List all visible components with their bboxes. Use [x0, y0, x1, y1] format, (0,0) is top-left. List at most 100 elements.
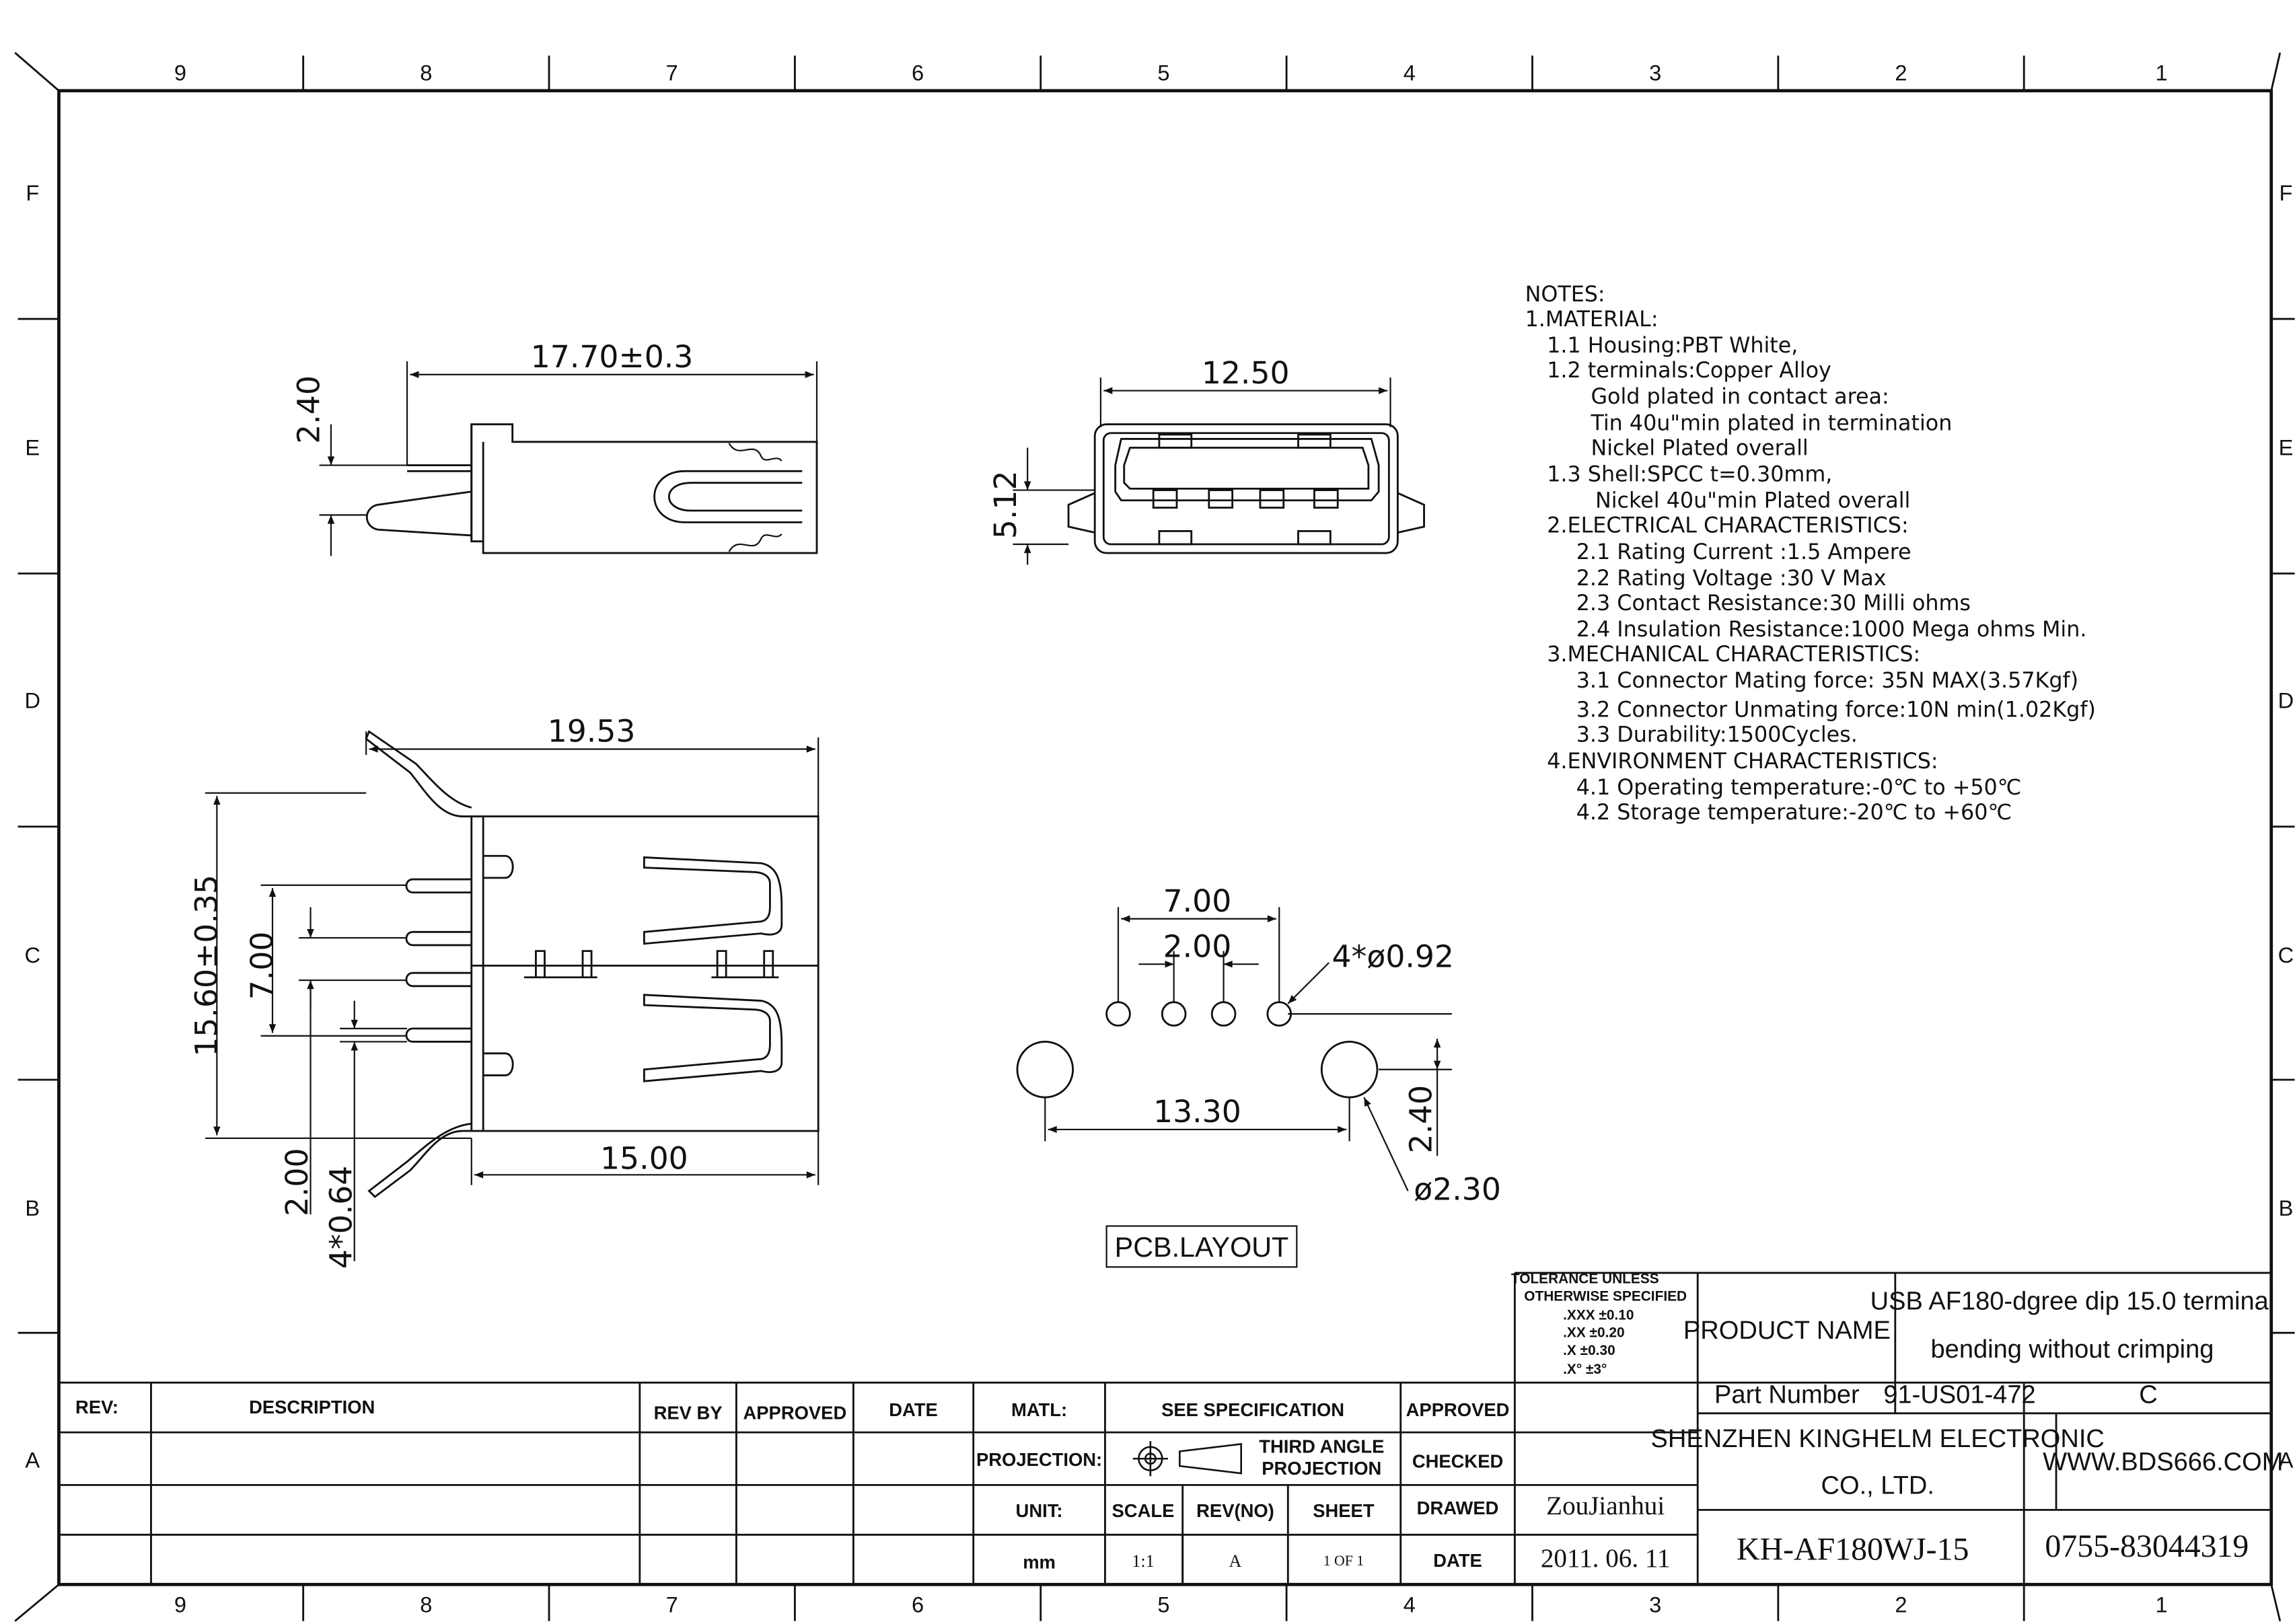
column-label-bottom: 4: [1404, 1592, 1416, 1617]
dim-pcb-offset: 2.40: [1403, 1085, 1438, 1154]
top-view-dimensions: [205, 731, 819, 1261]
dim-body-length: 15.00: [600, 1141, 688, 1177]
sheet-label: SHEET: [1313, 1500, 1375, 1521]
front-view-dimensions: [1013, 377, 1391, 565]
dim-pin-pitch: 2.00: [279, 1148, 315, 1216]
column-label-top: 1: [2156, 61, 2168, 85]
part-number: 91-US01-472: [1883, 1381, 2035, 1409]
dim-pcb-hole: 4*ø0.92: [1332, 939, 1454, 975]
notes-line: 3.3 Durability:1500Cycles.: [1576, 723, 1858, 747]
date-right-label: DATE: [1433, 1550, 1482, 1571]
column-label-top: 3: [1649, 61, 1661, 85]
row-label-right: D: [2278, 688, 2294, 713]
title-block-right: PRODUCT NAME USB AF180-dgree dip 15.0 te…: [1651, 1287, 2284, 1500]
row-label-right: C: [2278, 943, 2294, 967]
row-label-left: F: [26, 180, 39, 205]
dim-pin-span: 7.00: [244, 932, 280, 1000]
dim-pcb-span: 7.00: [1163, 883, 1232, 919]
dim-side-length: 17.70±0.3: [531, 339, 694, 375]
projection-label: PROJECTION:: [976, 1449, 1102, 1470]
front-view: [1067, 423, 1425, 554]
column-label-top: 6: [912, 61, 924, 85]
pcb-layout-label: PCB.LAYOUT: [1115, 1232, 1289, 1263]
row-label-left: A: [25, 1447, 40, 1472]
notes-line: 3.1 Connector Mating force: 35N MAX(3.57…: [1576, 669, 2078, 693]
dim-pcb-mount-span: 13.30: [1153, 1094, 1241, 1130]
company-name: CO., LTD.: [1821, 1471, 1934, 1500]
notes-line: 2.ELECTRICAL CHARACTERISTICS:: [1547, 514, 1908, 538]
date-header: DATE: [889, 1399, 938, 1420]
part-number-label: Part Number: [1714, 1381, 1860, 1409]
pcb-layout-dimensions: [1044, 907, 1452, 1268]
dim-front-width: 12.50: [1202, 355, 1290, 391]
notes-line: Tin 40u"min plated in termination: [1590, 411, 1952, 435]
tolerance-line: TOLERANCE UNLESS: [1511, 1271, 1659, 1286]
row-label-right: E: [2279, 435, 2294, 459]
dim-pcb-mount-hole: ø2.30: [1414, 1171, 1501, 1207]
column-label-bottom: 3: [1649, 1592, 1661, 1617]
column-label-bottom: 5: [1157, 1592, 1169, 1617]
revno-value: A: [1229, 1551, 1242, 1571]
notes-line: 4.2 Storage temperature:-20℃ to +60℃: [1576, 801, 2012, 825]
notes-line: 4.ENVIRONMENT CHARACTERISTICS:: [1547, 749, 1938, 774]
tolerance-note: TOLERANCE UNLESS OTHERWISE SPECIFIED .XX…: [1511, 1271, 1687, 1377]
checked-label: CHECKED: [1412, 1450, 1503, 1471]
column-label-bottom: 7: [666, 1592, 678, 1617]
side-view-dimensions: [319, 361, 818, 556]
dim-pin-size: 4*0.64: [323, 1166, 359, 1269]
website: WWW.BDS666.COM: [2043, 1448, 2283, 1477]
drawed-label: DRAWED: [1417, 1498, 1499, 1518]
dim-front-height: 5.12: [988, 470, 1023, 539]
column-label-bottom: 6: [912, 1592, 924, 1617]
dim-top-length: 19.53: [548, 714, 636, 749]
pcb-layout: [1016, 1001, 1379, 1099]
tolerance-line: .XX ±0.20: [1563, 1325, 1624, 1341]
rev-header: REV:: [75, 1397, 118, 1417]
scale-value: 1:1: [1132, 1551, 1154, 1571]
scale-label: SCALE: [1112, 1500, 1175, 1521]
column-label-top: 2: [1895, 61, 1907, 85]
row-label-right: B: [2279, 1195, 2294, 1220]
notes-line: 3.2 Connector Unmating force:10N min(1.0…: [1576, 698, 2096, 723]
revno-label: REV(NO): [1196, 1500, 1274, 1521]
tolerance-line: OTHERWISE SPECIFIED: [1524, 1288, 1687, 1304]
drawed-value: ZouJianhui: [1546, 1491, 1665, 1520]
dim-pcb-pitch: 2.00: [1163, 928, 1232, 964]
matl-label: MATL:: [1011, 1399, 1067, 1420]
notes-line: 1.3 Shell:SPCC t=0.30mm,: [1547, 463, 1832, 487]
notes-line: 2.1 Rating Current :1.5 Ampere: [1576, 540, 1911, 564]
projection-value: THIRD ANGLE: [1259, 1436, 1384, 1457]
row-label-left: B: [25, 1195, 40, 1220]
column-label-bottom: 9: [174, 1592, 186, 1617]
column-label-top: 7: [666, 61, 678, 85]
projection-value: PROJECTION: [1262, 1458, 1381, 1479]
row-label-left: C: [25, 943, 41, 967]
notes-line: 1.2 terminals:Copper Alloy: [1547, 359, 1831, 383]
tolerance-line: .X° ±3°: [1563, 1362, 1607, 1377]
dim-side-height: 2.40: [291, 375, 327, 444]
notes-line: 2.2 Rating Voltage :30 V Max: [1576, 566, 1887, 591]
product-name: bending without crimping: [1931, 1335, 2214, 1364]
notes-line: 1.MATERIAL:: [1525, 307, 1659, 332]
column-label-top: 5: [1157, 61, 1169, 85]
notes-line: Gold plated in contact area:: [1591, 385, 1889, 409]
approved-right-label: APPROVED: [1406, 1399, 1510, 1420]
notes-line: 4.1 Operating temperature:-0℃ to +50℃: [1576, 776, 2022, 800]
dim-top-width: 15.60±0.35: [188, 875, 224, 1057]
unit-value: mm: [1023, 1551, 1056, 1572]
unit-label: UNIT:: [1016, 1500, 1063, 1521]
phone-number: 0755-83044319: [2045, 1528, 2249, 1564]
column-label-top: 8: [420, 61, 432, 85]
top-view: [365, 730, 819, 1198]
title-block-lines: [59, 1271, 2271, 1585]
notes-line: 1.1 Housing:PBT White,: [1547, 334, 1798, 358]
column-label-bottom: 1: [2156, 1592, 2168, 1617]
drawing-frame: [14, 52, 2295, 1622]
description-header: DESCRIPTION: [249, 1397, 375, 1417]
column-label-bottom: 8: [420, 1592, 432, 1617]
notes-line: 3.MECHANICAL CHARACTERISTICS:: [1547, 642, 1920, 667]
notes-line: 2.4 Insulation Resistance:1000 Mega ohms…: [1576, 618, 2087, 642]
tolerance-line: .X ±0.30: [1563, 1343, 1615, 1358]
third-angle-projection-icon: [1132, 1441, 1242, 1477]
